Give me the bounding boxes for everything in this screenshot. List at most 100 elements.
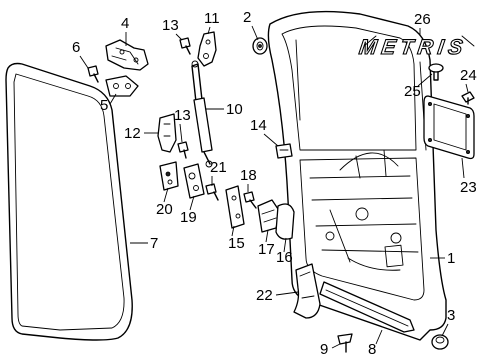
callout-leader-line: [175, 33, 183, 41]
part-9-pin: [337, 333, 353, 353]
part-16-cover: [275, 203, 295, 240]
part-1-rear-door: [267, 10, 447, 341]
callout-number: 9: [320, 341, 328, 358]
part-7-weatherstrip-seal: [5, 62, 133, 341]
part-14-clip: [275, 143, 293, 159]
callout-8: 8: [368, 329, 383, 358]
callout-leader-line: [207, 26, 211, 35]
callout-13-upper: 13: [162, 17, 183, 41]
callout-leader-line: [231, 225, 235, 237]
callout-number: 7: [150, 235, 158, 252]
part-10-gas-strut: [191, 60, 213, 168]
callout-leader-line: [465, 83, 469, 93]
callout-24: 24: [460, 67, 477, 93]
callout-10: 10: [206, 101, 243, 118]
callout-4: 4: [121, 15, 129, 46]
callout-25: 25: [404, 73, 433, 100]
callout-13-lower: 13: [174, 107, 191, 143]
part-21-bolt: [205, 183, 219, 201]
callout-number: 23: [460, 179, 477, 196]
callout-number: 1: [447, 250, 455, 267]
callout-leader-line: [461, 157, 465, 179]
callout-number: 20: [156, 201, 173, 218]
callout-number: 14: [250, 117, 267, 134]
callout-leader-line: [331, 343, 341, 349]
callout-12: 12: [124, 125, 158, 142]
callout-7: 7: [130, 235, 158, 252]
callout-20: 20: [156, 187, 173, 218]
callout-number: 24: [460, 67, 477, 84]
callout-17: 17: [258, 229, 275, 258]
callout-5: 5: [100, 93, 117, 114]
callout-6: 6: [72, 39, 89, 69]
callout-26: 26: [414, 11, 431, 36]
part-13-lower-bolt: [177, 141, 189, 159]
callout-1: 1: [430, 250, 455, 267]
callout-leader-line: [441, 323, 449, 337]
callout-number: 13: [162, 17, 179, 34]
callout-number: 2: [243, 9, 251, 26]
callout-11: 11: [204, 10, 220, 35]
callout-number: 25: [404, 83, 421, 100]
callout-number: 22: [256, 287, 273, 304]
callout-leader-line: [251, 25, 259, 41]
callout-number: 15: [228, 235, 245, 252]
callout-3: 3: [441, 307, 455, 337]
callout-number: 6: [72, 39, 80, 56]
part-4-hinge: [105, 39, 149, 71]
part-11-strut-bracket: [197, 31, 217, 67]
callout-leader-line: [275, 291, 299, 296]
callout-number: 8: [368, 341, 376, 358]
callout-number: 11: [204, 10, 220, 27]
part-20-latch: [159, 161, 179, 191]
callout-number: 3: [447, 307, 455, 324]
callout-18: 18: [240, 167, 257, 192]
callout-leader-line: [263, 133, 279, 147]
callout-19: 19: [180, 195, 197, 226]
part-5-hinge-plate: [105, 75, 139, 97]
part-3-bumper: [431, 334, 449, 350]
callout-leader-line: [283, 237, 287, 253]
emblem-text: METRIS: [358, 36, 465, 59]
callout-22: 22: [256, 287, 299, 304]
part-22-handle: [293, 263, 321, 319]
part-19-lock-actuator: [183, 163, 205, 199]
callout-23: 23: [460, 157, 477, 196]
callout-16: 16: [276, 237, 293, 266]
callout-15: 15: [228, 225, 245, 252]
part-15-lock-bracket: [225, 185, 245, 229]
callout-leader-line: [109, 93, 117, 105]
part-2-grommet: [252, 37, 268, 55]
callout-14: 14: [250, 117, 279, 147]
callout-layer: 1234567891011121313141516171819202122232…: [72, 9, 477, 358]
callout-leader-line: [79, 55, 89, 69]
callout-number: 26: [414, 11, 431, 28]
part-23-license-plate-bracket: [423, 95, 475, 160]
callout-leader-line: [163, 187, 169, 203]
part-25-push-clip: [428, 63, 444, 81]
callout-2: 2: [243, 9, 259, 41]
callout-9: 9: [320, 341, 341, 358]
part-6-bolt: [87, 65, 99, 83]
callout-leader-line: [375, 329, 383, 345]
callout-21: 21: [210, 159, 227, 186]
callout-number: 19: [180, 209, 197, 226]
callout-leader-line: [417, 73, 433, 87]
callout-number: 21: [210, 159, 227, 176]
part-13-upper-bolt: [179, 37, 191, 55]
part-26-metris-emblem: METRIS: [357, 36, 475, 60]
callout-number: 16: [276, 249, 293, 266]
part-24-screw: [461, 91, 475, 105]
callout-number: 17: [258, 241, 275, 258]
callout-number: 18: [240, 167, 257, 184]
callout-leader-line: [179, 123, 183, 143]
callout-number: 13: [174, 107, 191, 124]
callout-number: 5: [100, 97, 108, 114]
callout-leader-line: [265, 229, 269, 243]
callout-number: 10: [226, 101, 243, 118]
part-12-striker-bracket: [157, 113, 177, 153]
part-18-bolt: [243, 191, 257, 209]
callout-number: 4: [121, 15, 129, 32]
callout-number: 12: [124, 125, 141, 142]
